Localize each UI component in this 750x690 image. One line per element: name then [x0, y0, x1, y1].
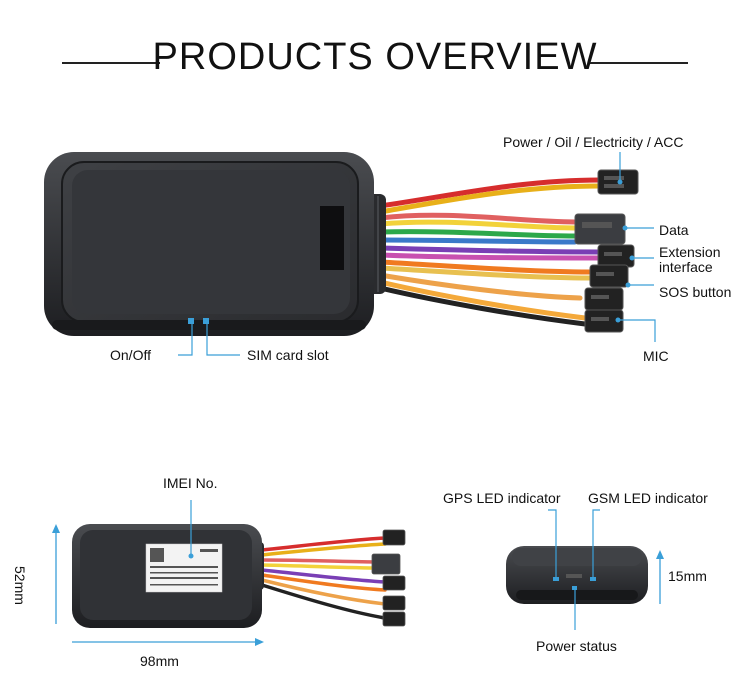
label-extension-1: Extension	[659, 244, 721, 260]
title-left-rule	[62, 62, 160, 64]
label-width: 98mm	[140, 653, 179, 669]
label-power-status: Power status	[536, 638, 617, 654]
page-title: PRODUCTS OVERVIEW	[152, 36, 598, 78]
label-onoff: On/Off	[110, 347, 151, 363]
main-device	[44, 152, 639, 336]
label-depth: 15mm	[668, 568, 707, 584]
label-power: Power / Oil / Electricity / ACC	[503, 134, 684, 150]
label-sos: SOS button	[659, 284, 732, 300]
title-right-rule	[590, 62, 688, 64]
label-data: Data	[659, 222, 689, 238]
label-gps-led: GPS LED indicator	[443, 490, 561, 506]
header: PRODUCTS OVERVIEW	[0, 34, 750, 84]
label-imei: IMEI No.	[163, 475, 218, 491]
label-mic: MIC	[643, 348, 669, 364]
label-height: 52mm	[12, 566, 28, 605]
dimension-arrows	[52, 524, 664, 646]
label-gsm-led: GSM LED indicator	[588, 490, 708, 506]
top-callouts	[178, 152, 656, 356]
label-extension-2: interface	[659, 259, 713, 275]
label-sim: SIM card slot	[247, 347, 329, 363]
device-label-view	[72, 524, 406, 628]
device-front-view	[506, 546, 648, 604]
